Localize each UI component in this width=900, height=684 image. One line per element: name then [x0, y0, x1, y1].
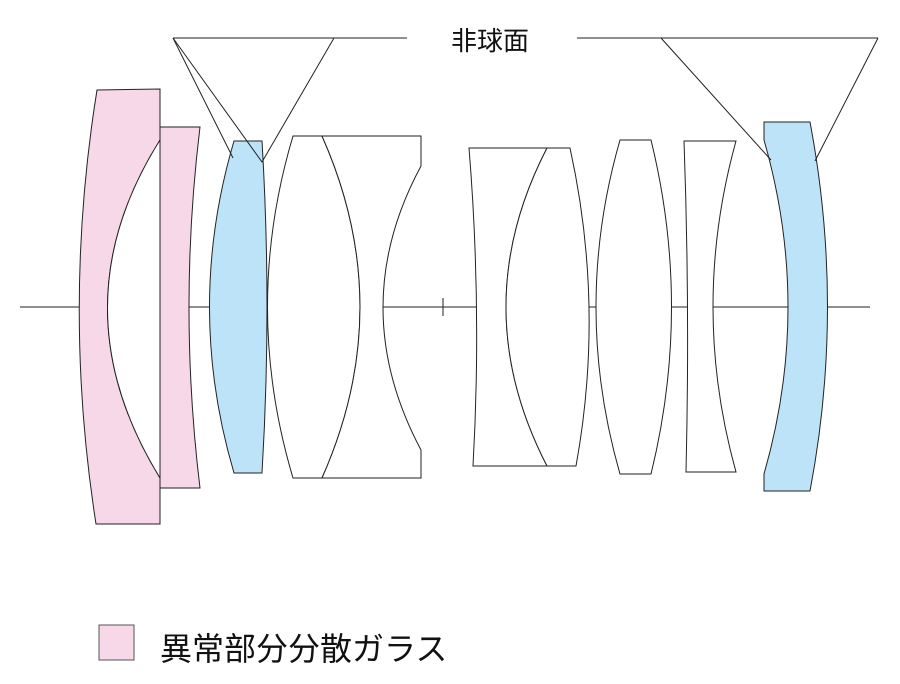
lens-element-9	[683, 140, 737, 473]
lens-element-8	[595, 139, 672, 475]
legend-swatch-ed-glass	[98, 624, 135, 661]
aspherical-label: 非球面	[451, 27, 529, 57]
lens-element-7	[505, 147, 590, 467]
lens-element-10	[763, 121, 828, 492]
aspherical-callout-left-leader	[172, 37, 234, 159]
aspherical-callout-right-b	[814, 37, 879, 162]
legend-label-ed-glass: 異常部分分散ガラス	[160, 630, 447, 668]
lens-element-5	[321, 135, 422, 479]
aspherical-callout-right-a	[660, 37, 772, 161]
lens-element-1-concave-region	[107, 138, 161, 480]
lens-element-3	[209, 140, 268, 474]
lens-element-2	[159, 126, 201, 489]
